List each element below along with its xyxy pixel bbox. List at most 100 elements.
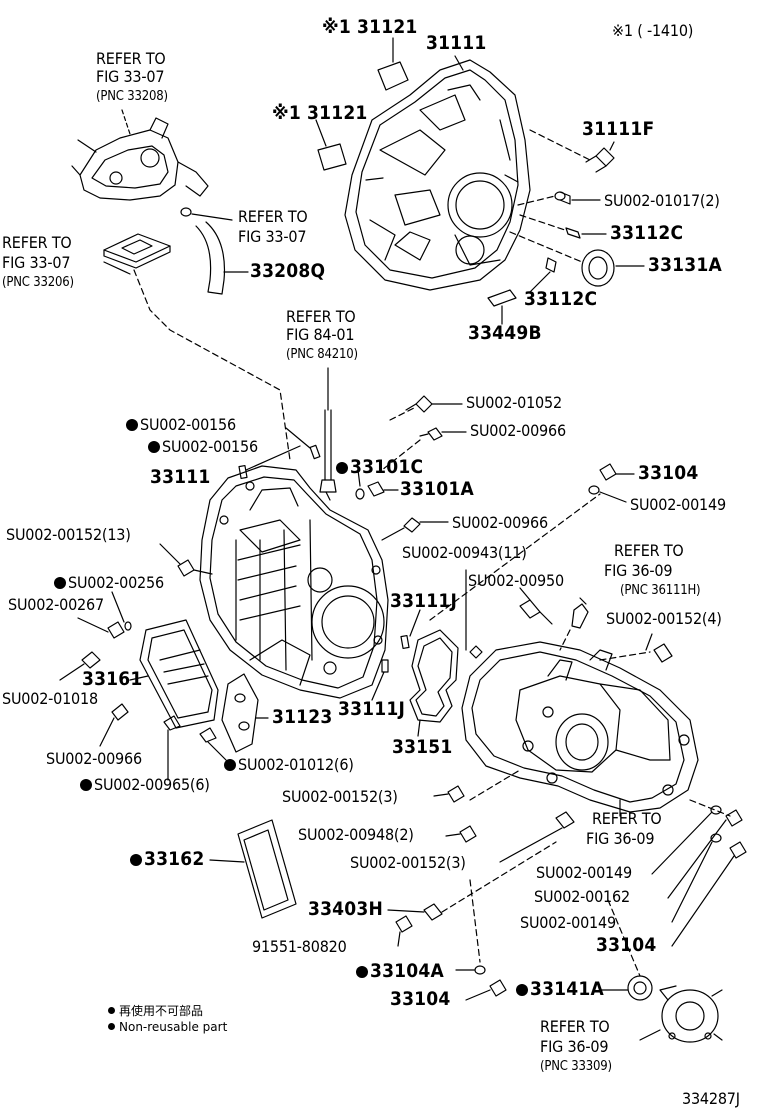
part-su002-00950: SU002-00950: [468, 571, 564, 590]
part-su002-00162: SU002-00162: [534, 887, 630, 906]
non-reusable-bullet: [148, 441, 160, 453]
legend-bullet-icon: [108, 1023, 115, 1030]
part-su002-01017: SU002-01017(2): [604, 191, 720, 210]
part-su002-00156-a: SU002-00156: [126, 416, 236, 434]
refer-33-07-a-line3: (PNC 33208): [96, 89, 168, 104]
non-reusable-bullet: [336, 462, 348, 474]
non-reusable-bullet: [126, 419, 138, 431]
oil-seal-33141a: [627, 975, 653, 1001]
part-su002-00256: SU002-00256: [54, 574, 164, 592]
flange-pnc-33309: [659, 985, 723, 1043]
part-su002-00966-b: SU002-00966: [452, 513, 548, 532]
extension-housing: [461, 641, 699, 813]
part-33101a: 33101A: [400, 478, 474, 500]
fittings-case: [59, 395, 467, 781]
refer-36-09-b-line1: REFER TO: [592, 809, 662, 828]
gasket-33162: [237, 819, 297, 919]
transmission-case-33111: [199, 465, 389, 699]
part-su002-00966-c: SU002-00966: [46, 749, 142, 768]
drain-plug-33403h: [423, 903, 443, 921]
gasket-33151: [409, 629, 459, 723]
plate-31123: [221, 673, 259, 753]
part-33131a: 33131A: [648, 254, 722, 276]
part-33111j-lower: 33111J: [338, 698, 406, 720]
cover-33161: [139, 619, 219, 729]
part-33162: 33162: [130, 850, 204, 869]
refer-36-09-a-line1: REFER TO: [614, 541, 684, 560]
block-pnc-33206: [103, 233, 171, 269]
part-31121-top: ※1 31121: [322, 16, 418, 38]
part-su002-00966-a: SU002-00966: [470, 421, 566, 440]
part-33111-case: 33111: [150, 466, 211, 488]
part-su002-01052: SU002-01052: [466, 393, 562, 412]
pad-31121-b: [317, 143, 347, 171]
refer-36-09-b-line2: FIG 36-09: [586, 829, 655, 848]
part-31111f: 31111F: [582, 118, 655, 140]
refer-84-01-line1: REFER TO: [286, 307, 356, 326]
non-reusable-bullet: [516, 984, 528, 996]
refer-84-01-line3: (PNC 84210): [286, 347, 358, 362]
part-su002-00152-13: SU002-00152(13): [6, 525, 131, 544]
note-range: ※1 ( -1410): [612, 21, 694, 40]
non-reusable-bullet: [130, 854, 142, 866]
part-33112c-upper: 33112C: [610, 222, 684, 244]
part-su002-00149-c: SU002-00149: [520, 913, 616, 932]
part-33141a: 33141A: [516, 980, 604, 999]
part-33403h: 33403H: [308, 898, 383, 920]
part-su002-00948: SU002-00948(2): [298, 825, 414, 844]
refer-36-09-a-line3: (PNC 36111H): [620, 583, 701, 598]
part-su002-00156-b: SU002-00156: [148, 438, 258, 456]
part-33112c-lower: 33112C: [524, 288, 598, 310]
dowel-su002-01017: [554, 191, 571, 205]
part-91551-80820: 91551-80820: [252, 937, 347, 956]
refer-33-07-a-line2: FIG 33-07: [96, 67, 165, 86]
part-33104-bottom: 33104: [390, 988, 451, 1010]
legend-japanese: 再使用不可部品: [108, 1002, 203, 1019]
part-su002-00965: SU002-00965(6): [80, 776, 210, 794]
legend-english: Non-reusable part: [108, 1020, 227, 1034]
shift-housing: [71, 109, 209, 201]
part-su002-01018: SU002-01018: [2, 689, 98, 708]
oil-seal-33131a: [581, 249, 615, 287]
refer-84-01-line2: FIG 84-01: [286, 325, 355, 344]
part-31121-second: ※1 31121: [272, 102, 368, 124]
part-33208q: 33208Q: [250, 260, 326, 282]
part-33104-right: 33104: [596, 934, 657, 956]
part-33101c: 33101C: [336, 458, 423, 477]
refer-33-07-a-line1: REFER TO: [96, 49, 166, 68]
refer-36-09-c-line2: FIG 36-09: [540, 1037, 609, 1056]
part-su002-01012: SU002-01012(6): [224, 756, 354, 774]
part-33104-top: 33104: [638, 462, 699, 484]
part-31123: 31123: [272, 706, 333, 728]
non-reusable-bullet: [54, 577, 66, 589]
hose-33208q: [195, 221, 226, 295]
refer-36-09-a-line2: FIG 36-09: [604, 561, 673, 580]
refer-33-07-c-line3: (PNC 33206): [2, 275, 74, 290]
part-su002-00149-b: SU002-00149: [536, 863, 632, 882]
refer-33-07-b-line2: FIG 33-07: [238, 227, 307, 246]
non-reusable-bullet: [356, 966, 368, 978]
part-su002-00152-3b: SU002-00152(3): [350, 853, 466, 872]
legend-bullet-icon: [108, 1007, 115, 1014]
part-31111-top: 31111: [426, 32, 487, 54]
part-33111j-upper: 33111J: [390, 590, 458, 612]
part-33449b: 33449B: [468, 322, 542, 344]
part-33151: 33151: [392, 736, 453, 758]
refer-33-07-c-line1: REFER TO: [2, 233, 72, 252]
figure-id: 334287J: [682, 1089, 740, 1108]
pad-31121-a: [377, 61, 409, 91]
non-reusable-bullet: [80, 779, 92, 791]
part-su002-00943: SU002-00943(11): [402, 543, 527, 562]
part-su002-00152-4: SU002-00152(4): [606, 609, 722, 628]
refer-33-07-b-line1: REFER TO: [238, 207, 308, 226]
part-su002-00149-a: SU002-00149: [630, 495, 726, 514]
part-33161: 33161: [82, 668, 143, 690]
refer-33-07-c-line2: FIG 33-07: [2, 253, 71, 272]
part-33104a: 33104A: [356, 962, 444, 981]
part-su002-00152-3a: SU002-00152(3): [282, 787, 398, 806]
refer-36-09-c-line1: REFER TO: [540, 1017, 610, 1036]
part-su002-00267: SU002-00267: [8, 595, 104, 614]
non-reusable-bullet: [224, 759, 236, 771]
